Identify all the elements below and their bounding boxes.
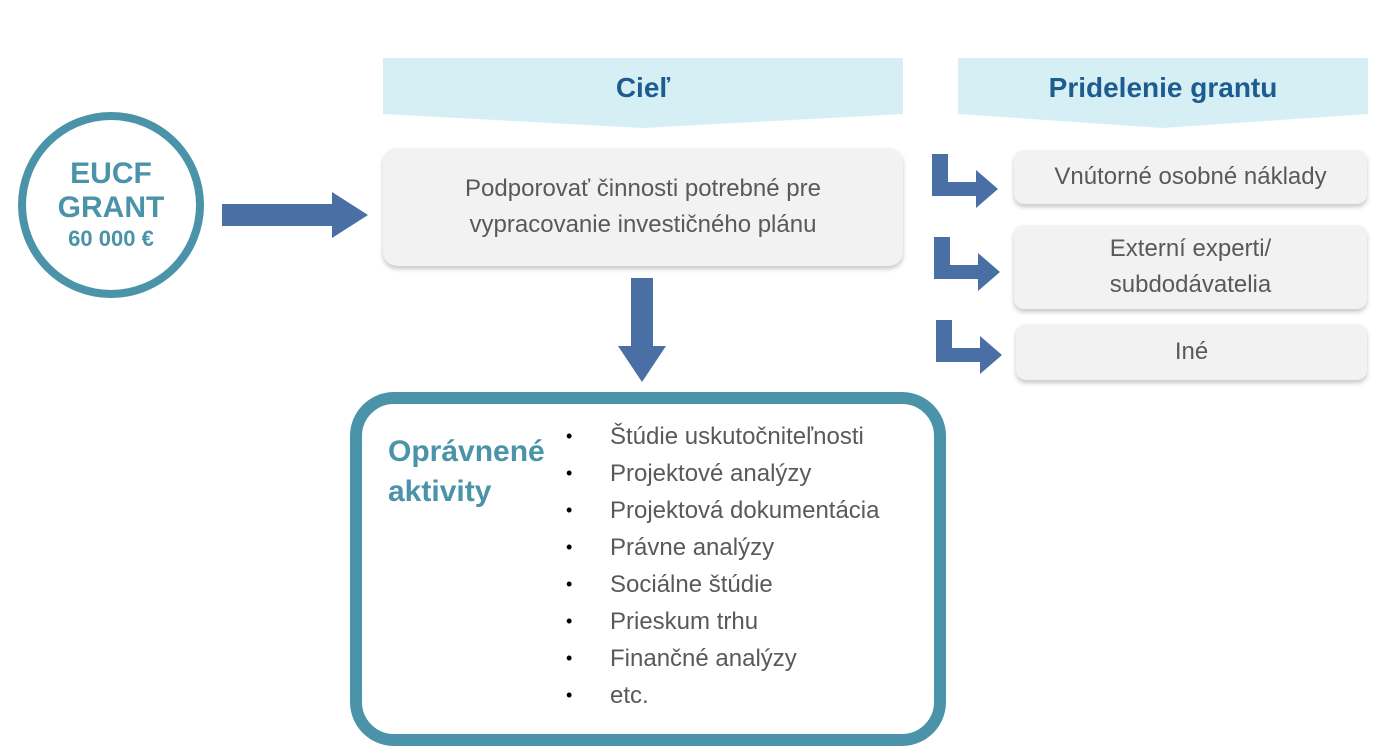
bent-arrow-icon [932, 154, 998, 208]
bullet-icon: • [566, 648, 573, 668]
activities-list: • Štúdie uskutočniteľnosti • Projektové an… [566, 418, 879, 714]
goal-text: Podporovať činnosti potrebné pre vypraco… [465, 175, 821, 238]
grant-circle: EUCF GRANT 60 000 € [18, 112, 204, 298]
list-item-label: Sociálne štúdie [610, 571, 773, 598]
bullet-icon: • [566, 685, 573, 705]
goal-header: Cieľ [383, 58, 903, 128]
allocation-item-label: Externí experti/ subdodávatelia [1109, 235, 1272, 298]
allocation-item-other: Iné [1016, 324, 1367, 380]
activities-title: Oprávnené aktivity [388, 435, 545, 508]
allocation-item-internal-costs: Vnútorné osobné náklady [1014, 150, 1367, 204]
allocation-header-label: Pridelenie grantu [1048, 72, 1278, 103]
allocation-item-label: Vnútorné osobné náklady [1054, 163, 1327, 190]
list-item: • Projektové analýzy [566, 455, 879, 492]
grant-label-line1: EUCF [70, 157, 152, 190]
list-item-label: Štúdie uskutočniteľnosti [610, 423, 864, 450]
right-arrow-icon [222, 192, 368, 238]
bent-arrow-icon [934, 237, 1000, 291]
down-arrow-icon [618, 278, 666, 382]
list-item: • Finančné analýzy [566, 640, 879, 677]
list-item: • Prieskum trhu [566, 603, 879, 640]
list-item: • Sociálne štúdie [566, 566, 879, 603]
bullet-icon: • [566, 574, 573, 594]
allocation-header: Pridelenie grantu [958, 58, 1368, 128]
bullet-icon: • [566, 611, 573, 631]
activities-box [350, 392, 946, 746]
grant-amount: 60 000 € [68, 226, 154, 251]
list-item: • Štúdie uskutočniteľnosti [566, 418, 879, 455]
allocation-item-label: Iné [1174, 338, 1209, 365]
list-item-label: etc. [610, 682, 649, 709]
goal-card: Podporovať činnosti potrebné pre vypraco… [383, 148, 903, 266]
list-item-label: Prieskum trhu [610, 608, 759, 635]
bullet-icon: • [566, 426, 573, 446]
list-item-label: Právne analýzy [610, 534, 775, 561]
list-item-label: Projektové analýzy [610, 460, 812, 487]
allocation-item-external-experts: Externí experti/ subdodávatelia [1014, 225, 1367, 309]
bullet-icon: • [566, 463, 573, 483]
list-item: • etc. [566, 677, 879, 714]
bent-arrow-icon [936, 320, 1002, 374]
goal-header-label: Cieľ [615, 72, 671, 103]
grant-label-line2: GRANT [57, 191, 165, 224]
list-item: • Právne analýzy [566, 529, 879, 566]
list-item-label: Projektová dokumentácia [610, 497, 880, 524]
list-item: • Projektová dokumentácia [566, 492, 879, 529]
list-item-label: Finančné analýzy [610, 645, 797, 672]
bullet-icon: • [566, 537, 573, 557]
bullet-icon: • [566, 500, 573, 520]
